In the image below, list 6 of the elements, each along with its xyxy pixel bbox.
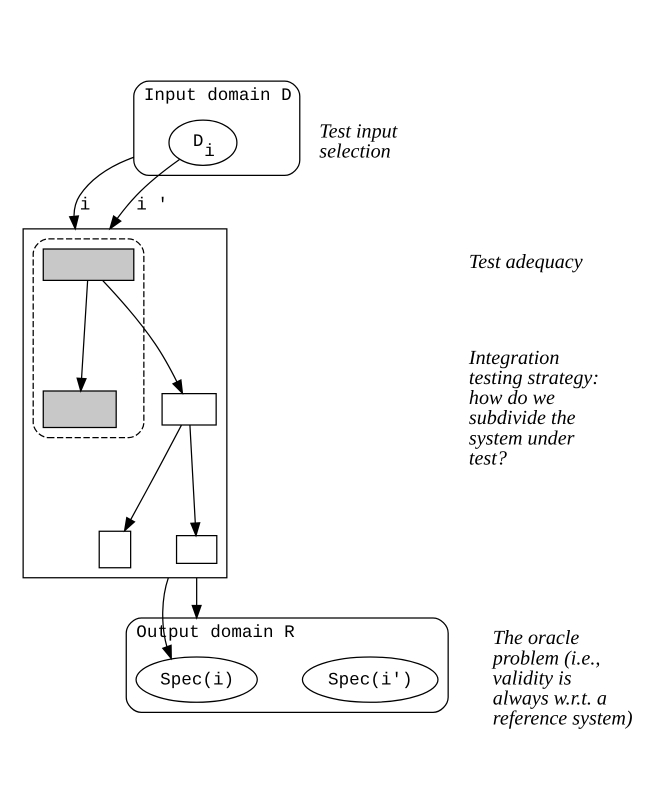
label: Test input selection [319,120,398,162]
edge-label: i ' [136,195,168,216]
label: The oracle problem (i.e., validity is always w.r.t. a reference system) [492,626,633,730]
edge-label: i [80,195,90,216]
label: Test adequacy [468,250,583,273]
label: Integration testing strategy: how do we subdivide the system under test? [468,346,600,469]
